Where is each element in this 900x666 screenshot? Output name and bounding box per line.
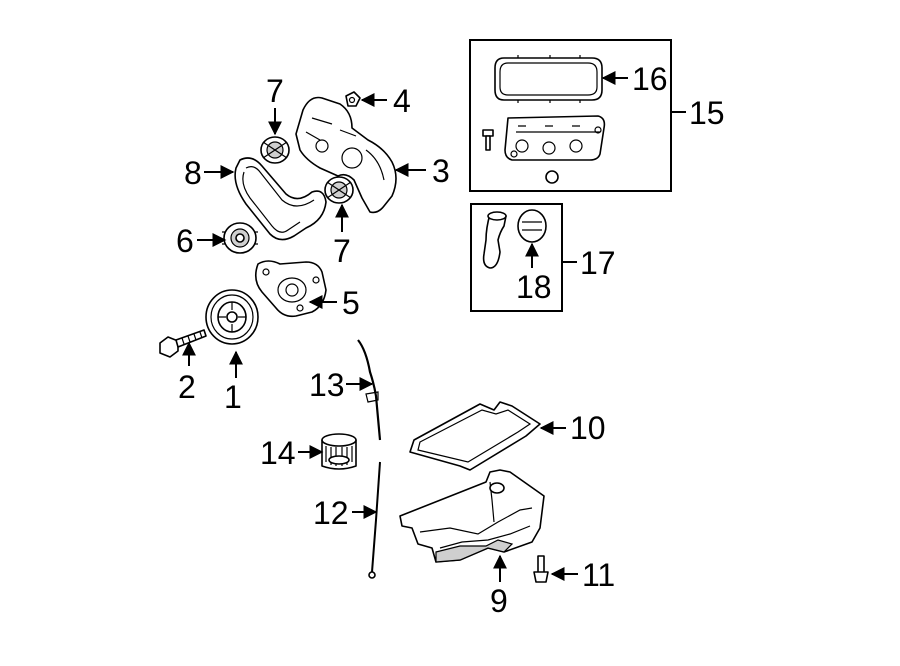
cam-sprocket-upper[interactable] [260,136,290,164]
valve-cover[interactable] [504,115,606,161]
callout-7-upper: 7 [266,73,284,109]
oil-pan-drain-bolt[interactable] [533,555,549,583]
callout-13: 13 [309,367,345,403]
callout-16: 16 [632,61,668,97]
timing-chain[interactable] [234,157,327,241]
callout-7-lower: 7 [333,233,351,269]
spark-plug-seal[interactable] [545,170,559,184]
callout-2: 2 [178,369,196,405]
callout-10: 10 [570,410,606,446]
oil-filler-cap[interactable] [517,209,547,243]
callout-12: 12 [313,495,349,531]
valve-cover-gasket[interactable] [494,55,603,103]
valve-cover-bolt[interactable] [482,129,494,151]
callout-17: 17 [580,245,616,281]
timing-chain-cover[interactable] [295,96,397,214]
oil-filler-tube[interactable] [482,211,507,269]
pulley-bolt[interactable] [159,329,207,358]
timing-cover-seal[interactable] [345,91,361,107]
callout-6: 6 [176,223,194,259]
oil-filler-box [470,203,563,312]
callout-11: 11 [582,557,615,593]
callout-14: 14 [260,435,296,471]
callout-15: 15 [689,95,725,131]
valve-cover-kit-box [469,39,672,192]
callout-4: 4 [393,83,411,119]
dipstick[interactable] [368,461,381,579]
callout-8: 8 [184,155,202,191]
callout-5: 5 [342,285,360,321]
crankshaft-pulley[interactable] [205,289,259,345]
crankshaft-sprocket[interactable] [222,222,258,254]
oil-pan[interactable] [399,469,545,563]
dipstick-tube[interactable] [357,339,382,441]
oil-pan-gasket[interactable] [409,401,541,471]
oil-filter[interactable] [321,433,357,470]
callout-9: 9 [490,583,508,619]
front-cover[interactable] [254,260,327,318]
callout-1: 1 [224,379,242,415]
callout-18: 18 [516,269,552,305]
cam-sprocket-lower[interactable] [324,176,354,204]
callout-3: 3 [432,153,450,189]
